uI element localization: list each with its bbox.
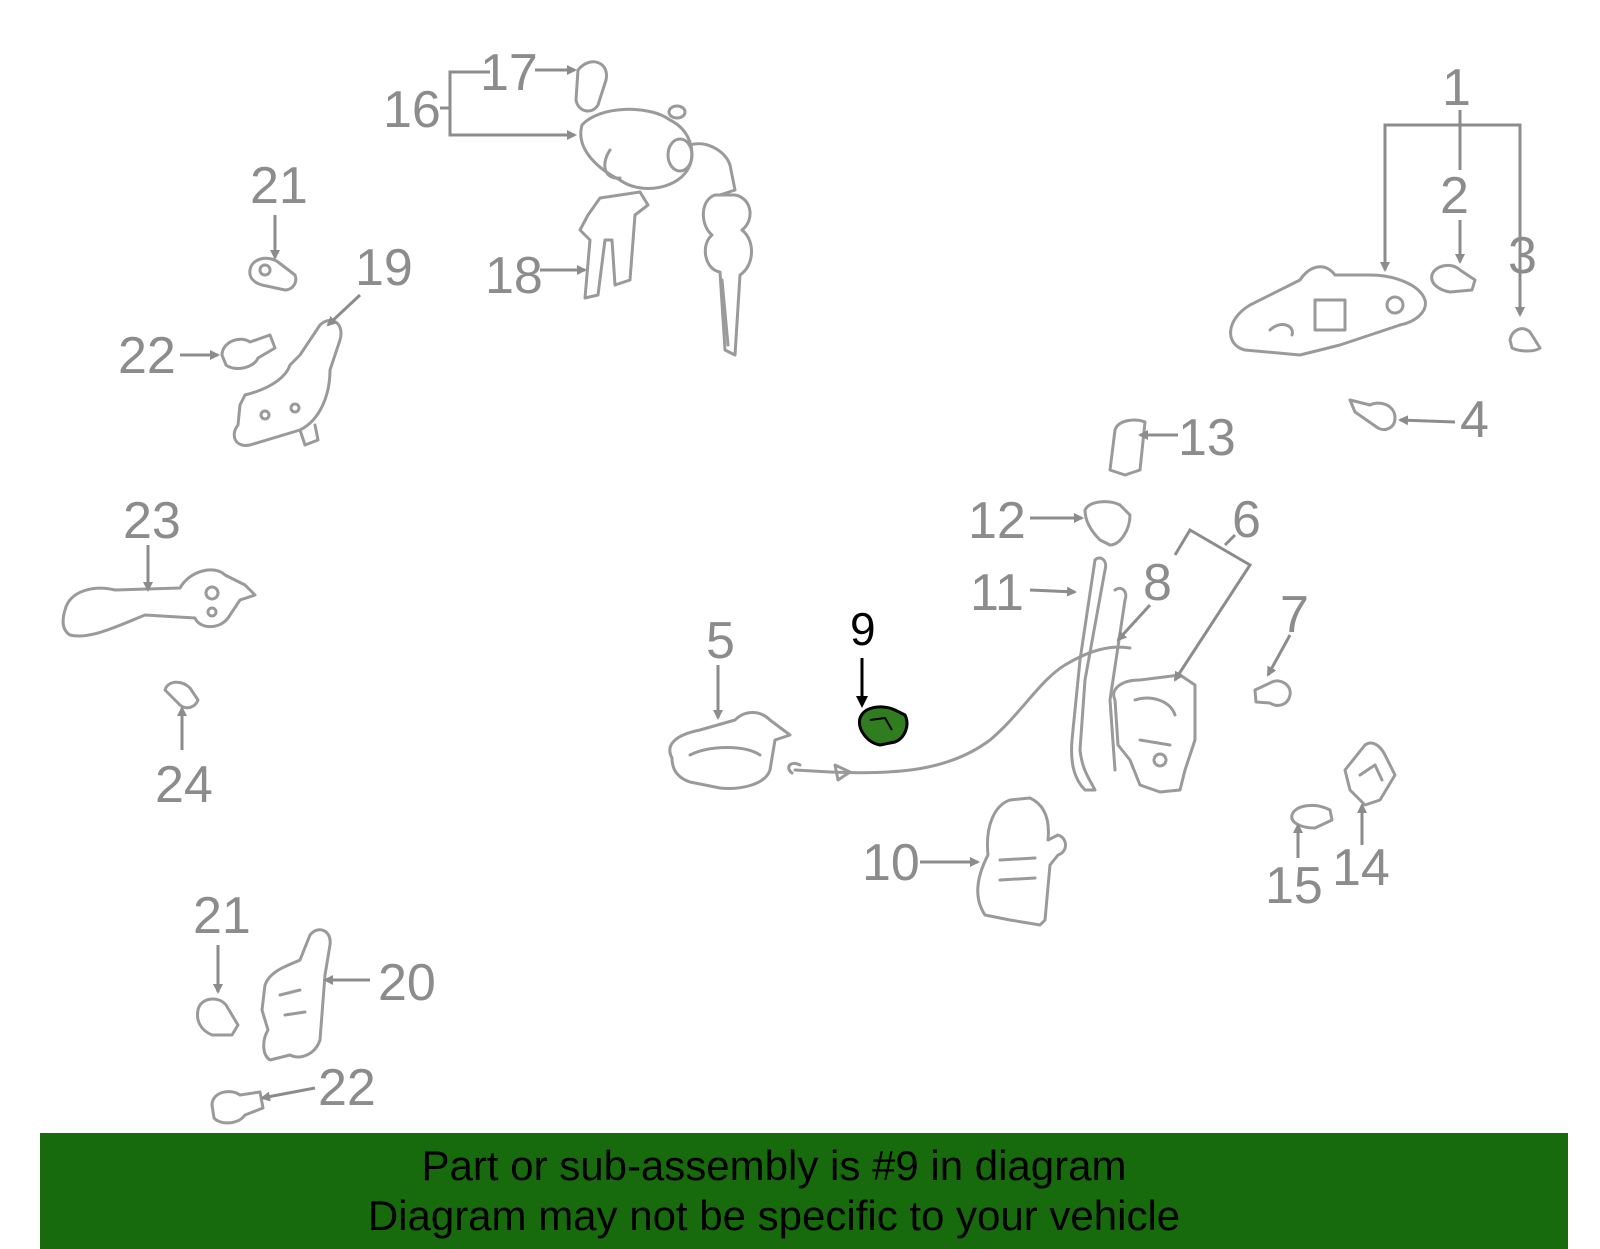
part-1-outside-handle	[1229, 265, 1427, 357]
callout-15: 15	[1265, 857, 1323, 915]
callout-12: 12	[968, 492, 1026, 550]
part-7-screw	[1253, 679, 1292, 707]
part-2-screw	[1430, 263, 1477, 294]
part-17-key-cap	[574, 60, 608, 113]
callout-16: 16	[383, 81, 441, 139]
part-6-latch	[1112, 673, 1197, 794]
callout-20: 20	[378, 954, 436, 1012]
callout-9: 9	[850, 603, 876, 655]
part-23-door-check	[61, 568, 257, 638]
part-24-bolt	[163, 680, 200, 710]
callout-17: 17	[480, 44, 538, 102]
part-12-clip	[1083, 500, 1132, 547]
callout-18: 18	[485, 247, 543, 305]
callout-labels: 1 2 3 4 5 6 7 8 9 10 11 12 13 14 15 16 1…	[118, 44, 1537, 1117]
callout-22-bottom: 22	[318, 1059, 376, 1117]
callout-7: 7	[1280, 586, 1309, 644]
callout-8: 8	[1143, 554, 1172, 612]
leader-lines	[143, 65, 1525, 1102]
part-19-hinge	[232, 319, 343, 447]
callout-1: 1	[1442, 59, 1471, 117]
callout-23: 23	[123, 492, 181, 550]
callout-3: 3	[1508, 227, 1537, 285]
callout-19: 19	[355, 239, 413, 297]
part-5-inside-handle	[668, 711, 792, 790]
part-9-highlighted	[858, 705, 909, 747]
banner-line-part-info: Part or sub-assembly is #9 in diagram	[421, 1142, 1127, 1189]
part-16-lock-cylinder	[579, 104, 737, 197]
part-22-bolt-top	[220, 333, 277, 370]
callout-14: 14	[1332, 839, 1390, 897]
part-10-lock-motor	[976, 796, 1067, 927]
callout-24: 24	[155, 756, 213, 814]
banner-line-disclaimer: Diagram may not be specific to your vehi…	[367, 1192, 1181, 1239]
callout-5: 5	[706, 612, 735, 670]
callout-4: 4	[1460, 391, 1489, 449]
callout-13: 13	[1178, 409, 1236, 467]
callout-10: 10	[862, 834, 920, 892]
part-20-striker	[260, 928, 332, 1062]
part-21-bolt-top	[248, 256, 298, 292]
part-22-bolt-bottom	[210, 1090, 265, 1125]
part-14-clip	[1343, 741, 1397, 807]
info-banner: Part or sub-assembly is #9 in diagram Di…	[40, 1133, 1568, 1249]
part-15-grommet	[1290, 803, 1334, 830]
callout-22-top: 22	[118, 327, 176, 385]
callout-11: 11	[970, 564, 1024, 622]
part-4-bolt	[1348, 398, 1397, 432]
callout-6: 6	[1232, 491, 1261, 549]
callout-21-bottom: 21	[193, 887, 251, 945]
part-21-bolt-bottom	[196, 997, 240, 1037]
part-13-pad	[1108, 418, 1147, 477]
part-3-cap	[1508, 327, 1542, 353]
part-18-retainer	[578, 190, 650, 300]
callout-2: 2	[1440, 167, 1469, 225]
key-blade	[701, 193, 753, 357]
callout-21-top: 21	[250, 157, 308, 215]
part-11-rod	[1070, 556, 1128, 792]
